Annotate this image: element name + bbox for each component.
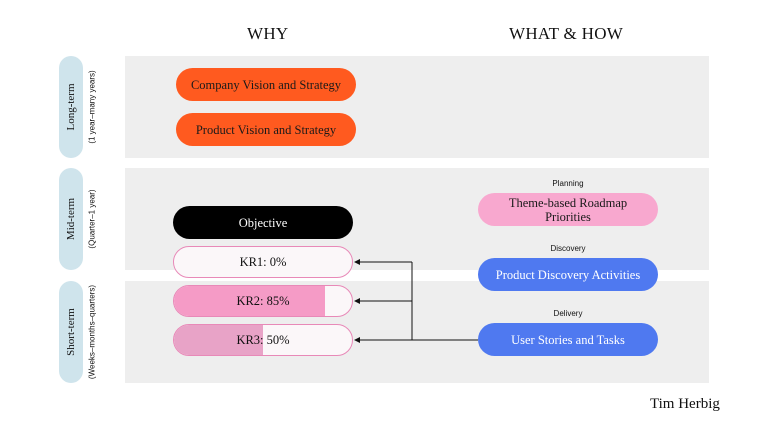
kr3-label: KR3: 50% [236, 333, 290, 347]
kr1-label: KR1: 0% [239, 255, 287, 269]
long-term-label-pill [59, 56, 83, 158]
short-term-label-pill [59, 281, 83, 383]
mid-term-label-pill [59, 168, 83, 270]
why-header: WHY [247, 24, 289, 43]
kr2-pill: KR2: 85% [173, 285, 353, 317]
roadmap-priorities-pill: Theme-based Roadmap Priorities [478, 193, 658, 226]
user-stories-pill: User Stories and Tasks [478, 323, 658, 356]
product-vision-pill: Product Vision and Strategy [176, 113, 356, 146]
objective-pill: Objective [173, 206, 353, 239]
author-credit: Tim Herbig [650, 396, 720, 412]
kr3-progress-fill [174, 325, 263, 355]
what-how-header: WHAT & HOW [509, 24, 624, 43]
company-vision-pill: Company Vision and Strategy [176, 68, 356, 101]
planning-heading: Planning [552, 179, 584, 188]
kr2-label: KR2: 85% [236, 294, 290, 308]
delivery-heading: Delivery [553, 309, 583, 318]
kr3-pill: KR3: 50% [173, 324, 353, 356]
kr2-progress-fill [174, 286, 326, 316]
discovery-activities-pill: Product Discovery Activities [478, 258, 658, 291]
discovery-heading: Discovery [550, 244, 586, 253]
kr1-pill: KR1: 0% [173, 246, 353, 278]
